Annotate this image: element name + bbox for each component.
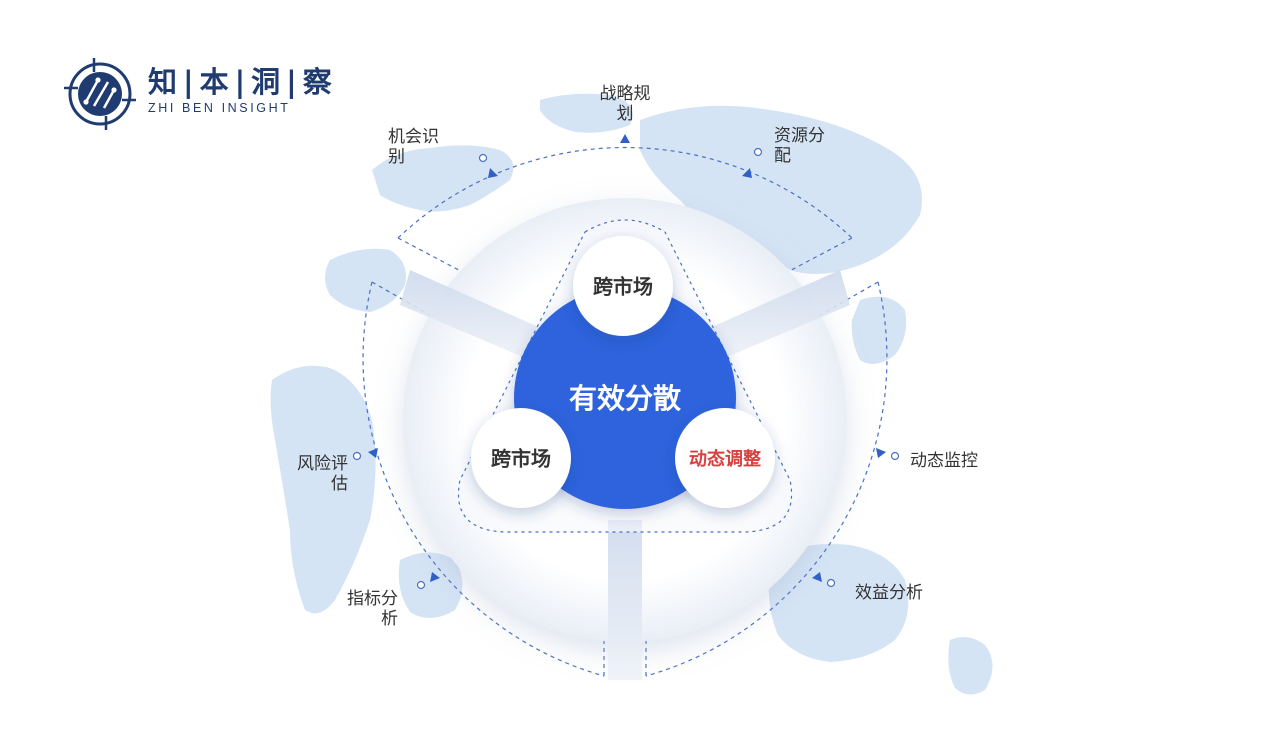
node-left-circle [471, 408, 571, 508]
label-resource-line1: 资源分 [774, 126, 825, 146]
label-monitor-text: 动态监控 [910, 451, 978, 471]
label-monitor: 动态监控 [910, 451, 978, 471]
center-label: 有效分散 [569, 382, 681, 415]
label-opportunity-line1: 机会识 [388, 127, 439, 147]
label-resource-line2: 配 [774, 146, 791, 166]
ring-direction-arrows [368, 134, 886, 582]
node-left-label: 跨市场 [491, 447, 551, 471]
node-top-label: 跨市场 [593, 275, 653, 299]
node-top-circle [573, 236, 673, 336]
world-map-background [270, 93, 993, 695]
label-risk: 风险评 估 [282, 454, 348, 494]
brand-name: 知|本|洞|察 [148, 65, 338, 99]
label-indicator-line1: 指标分 [347, 589, 398, 609]
label-strategy: 战略规 划 [592, 84, 658, 124]
brand-text: 知|本|洞|察 ZHI BEN INSIGHT [148, 66, 338, 115]
label-strategy-line2: 划 [616, 104, 634, 124]
brand-logo-icon [64, 58, 136, 130]
label-resource: 资源分 配 [774, 126, 825, 166]
label-indicator: 指标分 析 [332, 589, 398, 629]
brand: 知|本|洞|察 ZHI BEN INSIGHT [148, 66, 338, 115]
label-risk-line1: 风险评 [297, 454, 348, 474]
label-opportunity-line2: 别 [388, 147, 405, 167]
label-benefit: 效益分析 [855, 583, 923, 603]
label-strategy-line1: 战略规 [599, 84, 651, 104]
label-opportunity: 机会识 别 [388, 127, 439, 167]
label-indicator-line2: 析 [381, 609, 398, 629]
label-risk-line2: 估 [331, 474, 348, 494]
disc-spokes [400, 270, 850, 680]
ring-node-markers [352, 147, 900, 590]
brand-tagline: ZHI BEN INSIGHT [148, 101, 291, 115]
node-right-circle [675, 408, 775, 508]
label-benefit-text: 效益分析 [855, 583, 923, 603]
node-right-label: 动态调整 [689, 448, 761, 470]
